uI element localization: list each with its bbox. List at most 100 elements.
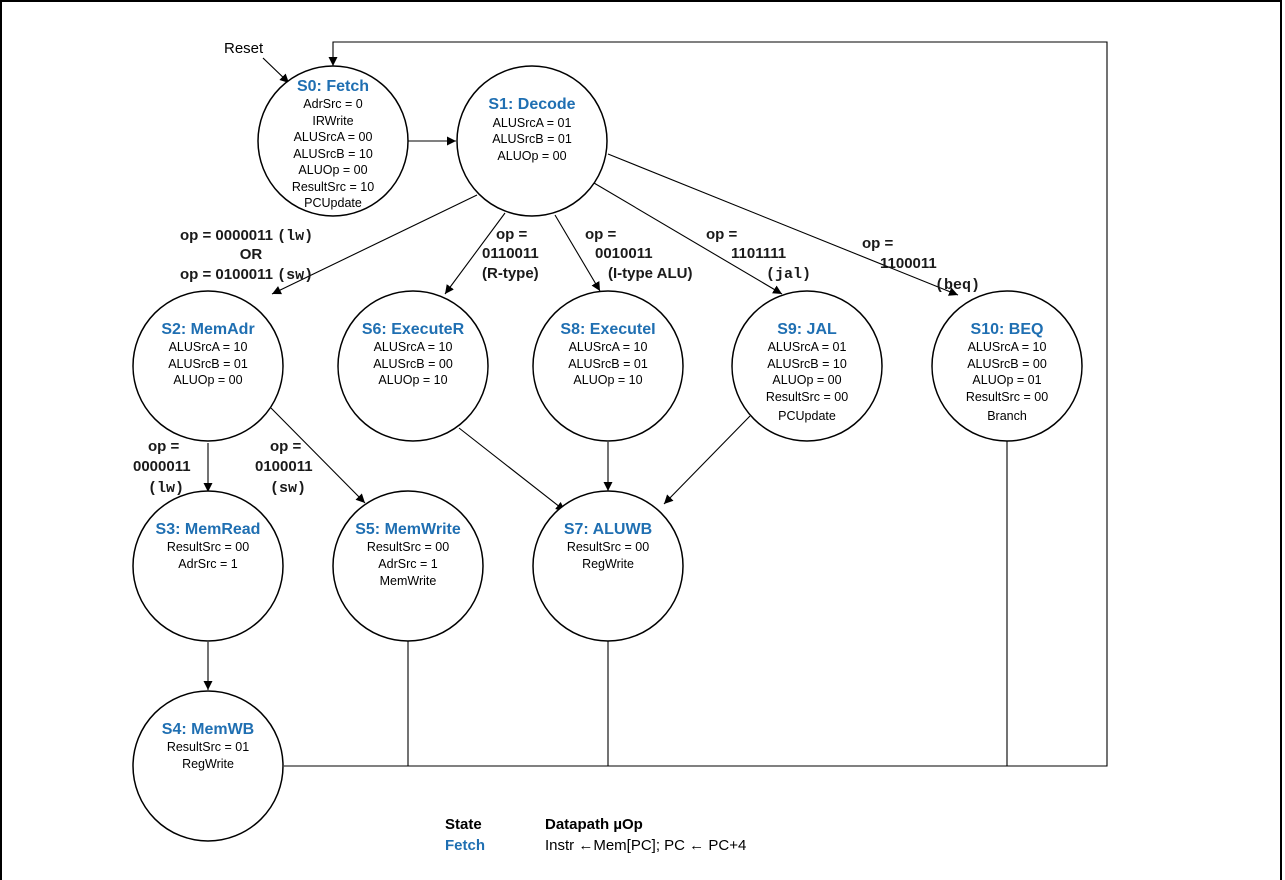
state-line: ALUSrcB = 00 — [373, 357, 453, 371]
state-line: IRWrite — [312, 114, 353, 128]
state-line: ALUSrcA = 01 — [493, 116, 572, 130]
reset-label: Reset — [224, 40, 264, 57]
label-memadr-line1: op = 0000011 (lw) — [180, 227, 313, 245]
transitions — [203, 41, 1108, 767]
state-line: ALUSrcA = 01 — [768, 340, 847, 354]
state-line: ALUSrcB = 10 — [293, 147, 373, 161]
reset-arrow — [262, 57, 290, 84]
state-line: ALUOp = 00 — [497, 149, 566, 163]
state-line: ALUSrcB = 10 — [767, 357, 847, 371]
transition-labels: op = 0000011 (lw) OR op = 0100011 (sw) o… — [133, 226, 980, 497]
state-s1: S1: Decode ALUSrcA = 01 ALUSrcB = 01 ALU… — [456, 65, 608, 217]
label-itype-code: 0010011 — [595, 245, 653, 262]
state-line: ALUSrcB = 01 — [492, 132, 572, 146]
state-line: ALUOp = 00 — [772, 373, 841, 387]
state-name: S8: ExecuteI — [560, 321, 655, 338]
state-line: ALUOp = 10 — [378, 373, 447, 387]
state-line: PCUpdate — [778, 409, 836, 423]
label-jal-code: 1101111 — [731, 245, 786, 262]
label-lw-op: op = — [148, 438, 179, 455]
state-s0: S0: Fetch AdrSrc = 0 IRWrite ALUSrcA = 0… — [257, 65, 409, 217]
state-line: PCUpdate — [304, 196, 362, 210]
state-line: ResultSrc = 00 — [766, 390, 848, 404]
state-line: RegWrite — [582, 557, 634, 571]
state-name: S4: MemWB — [162, 721, 254, 738]
state-line: ResultSrc = 00 — [966, 390, 1048, 404]
state-line: ALUSrcB = 01 — [168, 357, 248, 371]
arrow-s1-s8 — [554, 214, 601, 292]
label-sw-name: (sw) — [270, 480, 306, 497]
state-line: RegWrite — [182, 757, 234, 771]
state-line: MemWrite — [380, 574, 437, 588]
state-s9: S9: JAL ALUSrcA = 01 ALUSrcB = 10 ALUOp … — [731, 290, 883, 442]
label-jal-op: op = — [706, 226, 737, 243]
label-lw-code: 0000011 — [133, 458, 191, 475]
state-name: S1: Decode — [488, 96, 575, 113]
arrow-s1-s9 — [593, 182, 783, 295]
state-s2: S2: MemAdr ALUSrcA = 10 ALUSrcB = 01 ALU… — [132, 290, 284, 442]
state-line: ALUSrcA = 10 — [569, 340, 648, 354]
state-line: ALUOp = 10 — [573, 373, 642, 387]
state-name: S6: ExecuteR — [362, 321, 465, 338]
state-s5: S5: MemWrite ResultSrc = 00 AdrSrc = 1 M… — [332, 490, 484, 642]
return-path — [284, 41, 1108, 767]
state-name: S0: Fetch — [297, 78, 369, 95]
arrow-s1-s2 — [271, 194, 478, 295]
state-line: ResultSrc = 10 — [292, 180, 374, 194]
label-lw-name: (lw) — [148, 480, 184, 497]
state-line: ALUSrcA = 00 — [294, 130, 373, 144]
state-line: ALUOp = 01 — [972, 373, 1041, 387]
state-line: ResultSrc = 00 — [167, 540, 249, 554]
state-line: ALUSrcA = 10 — [169, 340, 248, 354]
label-rtype-op: op = — [496, 226, 527, 243]
arrow-s9-s7 — [663, 415, 751, 505]
state-line: AdrSrc = 1 — [178, 557, 237, 571]
state-s7: S7: ALUWB ResultSrc = 00 RegWrite — [532, 490, 684, 642]
state-line: ResultSrc = 00 — [367, 540, 449, 554]
fsm-diagram: Reset S0: Fetch AdrSrc = 0 IRWrite ALUSr… — [132, 40, 1108, 854]
state-s6: S6: ExecuteR ALUSrcA = 10 ALUSrcB = 00 A… — [337, 290, 489, 442]
table-header-op: Datapath µOp — [545, 816, 643, 833]
label-memadr-or: OR — [240, 246, 263, 263]
state-line: ALUSrcB = 00 — [967, 357, 1047, 371]
label-itype-name: (I-type ALU) — [608, 265, 692, 282]
state-s3: S3: MemRead ResultSrc = 00 AdrSrc = 1 — [132, 490, 284, 642]
state-line: ALUOp = 00 — [298, 163, 367, 177]
state-name: S2: MemAdr — [161, 321, 254, 338]
label-rtype-code: 0110011 — [482, 245, 539, 262]
table-row-state: Fetch — [445, 837, 485, 854]
table-row-op: Instr ←Mem[PC]; PC ← PC+4 — [545, 837, 746, 854]
state-s8: S8: ExecuteI ALUSrcA = 10 ALUSrcB = 01 A… — [532, 290, 684, 442]
label-beq-op: op = — [862, 235, 893, 252]
state-name: S7: ALUWB — [564, 521, 652, 538]
label-beq-name: (beq) — [935, 277, 980, 294]
state-name: S9: JAL — [777, 321, 837, 338]
state-line: ALUSrcA = 10 — [968, 340, 1047, 354]
label-itype-op: op = — [585, 226, 616, 243]
state-s4: S4: MemWB ResultSrc = 01 RegWrite — [132, 690, 284, 842]
arrow-s1-s10 — [607, 153, 959, 296]
state-line: AdrSrc = 1 — [378, 557, 437, 571]
state-name: S3: MemRead — [156, 521, 261, 538]
state-line: ALUSrcA = 10 — [374, 340, 453, 354]
label-sw-code: 0100011 — [255, 458, 313, 475]
arrow-s1-s6 — [444, 212, 506, 295]
label-rtype-name: (R-type) — [482, 265, 539, 282]
state-line: Branch — [987, 409, 1027, 423]
label-memadr-line3: op = 0100011 (sw) — [180, 266, 313, 284]
arrow-s2-s5 — [270, 407, 366, 504]
state-line: ResultSrc = 00 — [567, 540, 649, 554]
state-line: ALUOp = 00 — [173, 373, 242, 387]
state-name: S5: MemWrite — [355, 521, 461, 538]
states: S0: Fetch AdrSrc = 0 IRWrite ALUSrcA = 0… — [132, 65, 1083, 842]
state-line: ALUSrcB = 01 — [568, 357, 648, 371]
state-name: S10: BEQ — [971, 321, 1044, 338]
label-beq-code: 1100011 — [880, 255, 937, 272]
state-s10: S10: BEQ ALUSrcA = 10 ALUSrcB = 00 ALUOp… — [931, 290, 1083, 442]
uop-table: State Datapath µOp Fetch Instr ←Mem[PC];… — [445, 816, 746, 854]
table-header-state: State — [445, 816, 482, 833]
label-sw-op: op = — [270, 438, 301, 455]
arrow-s6-s7 — [458, 427, 566, 512]
state-line: AdrSrc = 0 — [303, 97, 362, 111]
